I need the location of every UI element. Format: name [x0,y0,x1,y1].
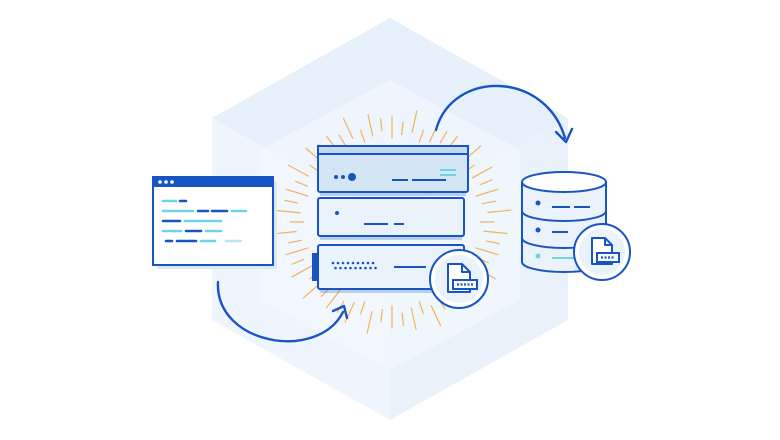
ray-line [487,209,512,214]
file-document-icon [429,249,489,309]
ray-line [485,240,500,245]
status-led-grid [331,261,377,270]
code-editor-window-icon [152,176,277,269]
ray-line [418,129,425,143]
ray-line [291,258,305,266]
ray-line [287,164,310,177]
server-unit-bottom [312,244,465,293]
ray-line [338,134,347,147]
ray-line [325,289,341,309]
ray-line [284,199,299,204]
status-led [331,261,335,265]
ray-line [410,307,417,330]
status-led [359,266,362,270]
status-led [336,261,340,265]
ray-line [481,200,496,205]
ray-line [342,117,354,139]
status-led [374,266,377,270]
status-led [334,266,337,270]
ray-line [475,188,499,197]
ray-line [401,312,405,326]
ray-line [359,129,366,143]
status-led [341,261,345,265]
status-led [371,261,375,265]
status-led [356,261,360,265]
status-led [339,266,342,270]
status-led [369,266,372,270]
ray-line [344,301,356,323]
database-file-document-icon [573,223,631,281]
ray-line [367,114,374,137]
ray-line [379,118,383,132]
ray-line [291,265,313,278]
server-rack-icon [312,145,469,293]
ray-line [430,305,442,327]
server-unit-middle [317,197,465,240]
ray-line [285,188,309,197]
ray-line [288,239,303,244]
status-led [366,261,370,265]
status-led [351,261,355,265]
ray-line [359,301,366,315]
ray-line [294,180,309,188]
status-led [361,261,365,265]
code-lines [161,199,248,243]
status-led [344,266,347,270]
ray-line [276,209,301,214]
status-led [354,266,357,270]
ray-line [285,247,309,256]
status-led [346,261,350,265]
server-unit-top [317,145,469,196]
ray-line [479,178,493,186]
status-led [364,266,367,270]
ray-line [380,308,383,323]
ray-line [475,247,499,256]
sync-arrow-to-server [216,280,349,343]
ray-line [401,121,404,136]
ray-line [483,230,508,235]
ray-line [366,311,373,334]
ray-line [439,131,448,144]
ray-line [411,110,418,133]
status-led [349,266,352,270]
ray-line [471,166,493,179]
ray-line [418,301,425,315]
sync-arrow-to-database [434,84,574,144]
